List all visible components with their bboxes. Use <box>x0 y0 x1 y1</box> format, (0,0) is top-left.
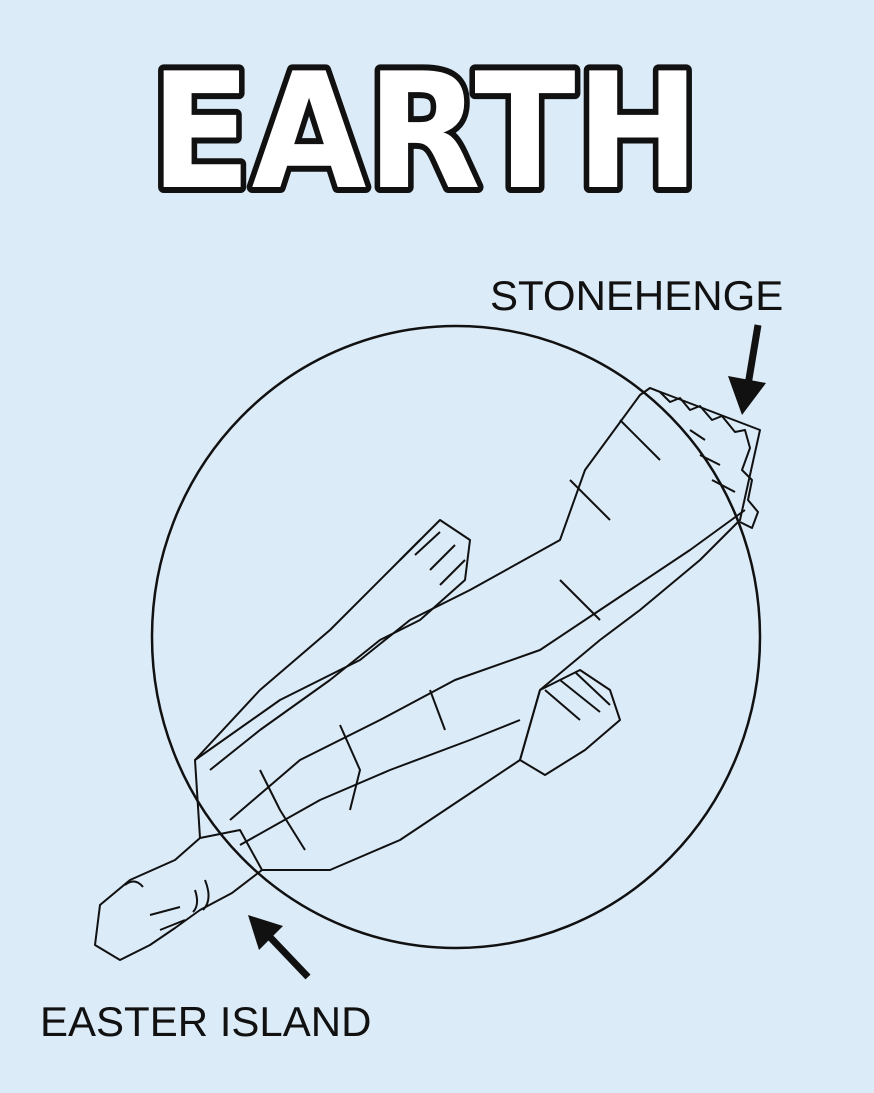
easter-island-label: EASTER ISLAND <box>40 998 372 1045</box>
stonehenge-label: STONEHENGE <box>490 272 784 319</box>
easter-island-arrow <box>248 915 311 980</box>
earth-title: EARTH <box>144 52 706 202</box>
earth-globe-circle <box>150 324 762 950</box>
earth-title-text: EARTH <box>150 52 700 202</box>
stonehenge-arrow <box>728 324 766 415</box>
moai-statue-drawing <box>94 387 761 961</box>
